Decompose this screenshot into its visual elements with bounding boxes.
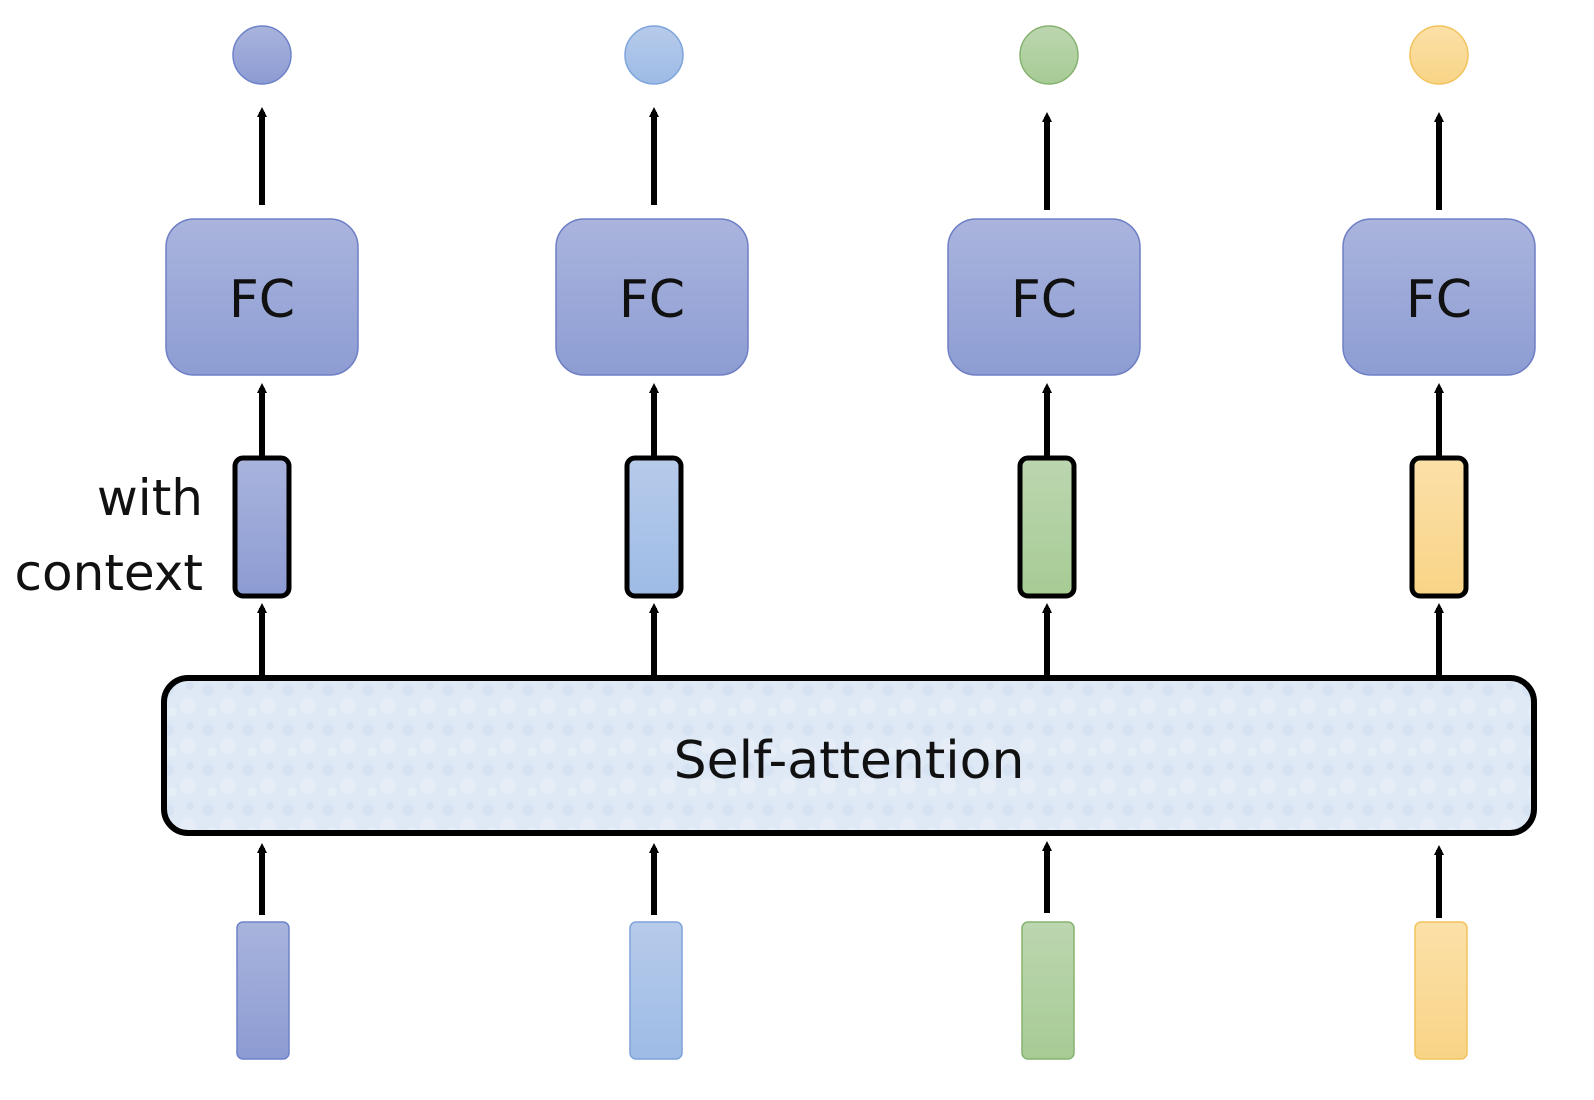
fc-label-1: FC <box>229 270 295 330</box>
fc-layer: FC FC FC FC <box>165 218 1536 376</box>
output-circles <box>232 25 1469 85</box>
fc-box-3: FC <box>947 218 1141 376</box>
arrows-input-to-attention <box>257 841 1444 918</box>
input-vector-2 <box>629 921 683 1060</box>
context-vector-2 <box>624 455 684 599</box>
output-circle-1 <box>232 25 292 85</box>
output-circle-4 <box>1409 25 1469 85</box>
output-circle-3 <box>1019 25 1079 85</box>
context-vector-1 <box>232 455 292 599</box>
fc-box-4: FC <box>1342 218 1536 376</box>
self-attention-label: Self-attention <box>674 731 1025 791</box>
with-context-label: with context <box>15 469 203 602</box>
context-vector-3 <box>1017 455 1077 599</box>
with-context-line2: context <box>15 544 203 602</box>
fc-box-2: FC <box>555 218 749 376</box>
arrows-fc-to-output <box>257 107 1444 210</box>
input-vectors <box>236 921 1468 1060</box>
output-circle-2 <box>624 25 684 85</box>
arrows-context-to-fc <box>257 383 1444 458</box>
context-vectors <box>232 455 1469 599</box>
fc-label-3: FC <box>1011 270 1077 330</box>
fc-box-1: FC <box>165 218 359 376</box>
input-vector-3 <box>1021 921 1075 1060</box>
with-context-line1: with <box>97 469 203 527</box>
input-vector-4 <box>1414 921 1468 1060</box>
arrows-attention-to-context <box>257 603 1444 676</box>
fc-label-4: FC <box>1406 270 1472 330</box>
self-attention-block: Self-attention <box>161 675 1537 836</box>
fc-label-2: FC <box>619 270 685 330</box>
input-vector-1 <box>236 921 290 1060</box>
context-vector-4 <box>1409 455 1469 599</box>
